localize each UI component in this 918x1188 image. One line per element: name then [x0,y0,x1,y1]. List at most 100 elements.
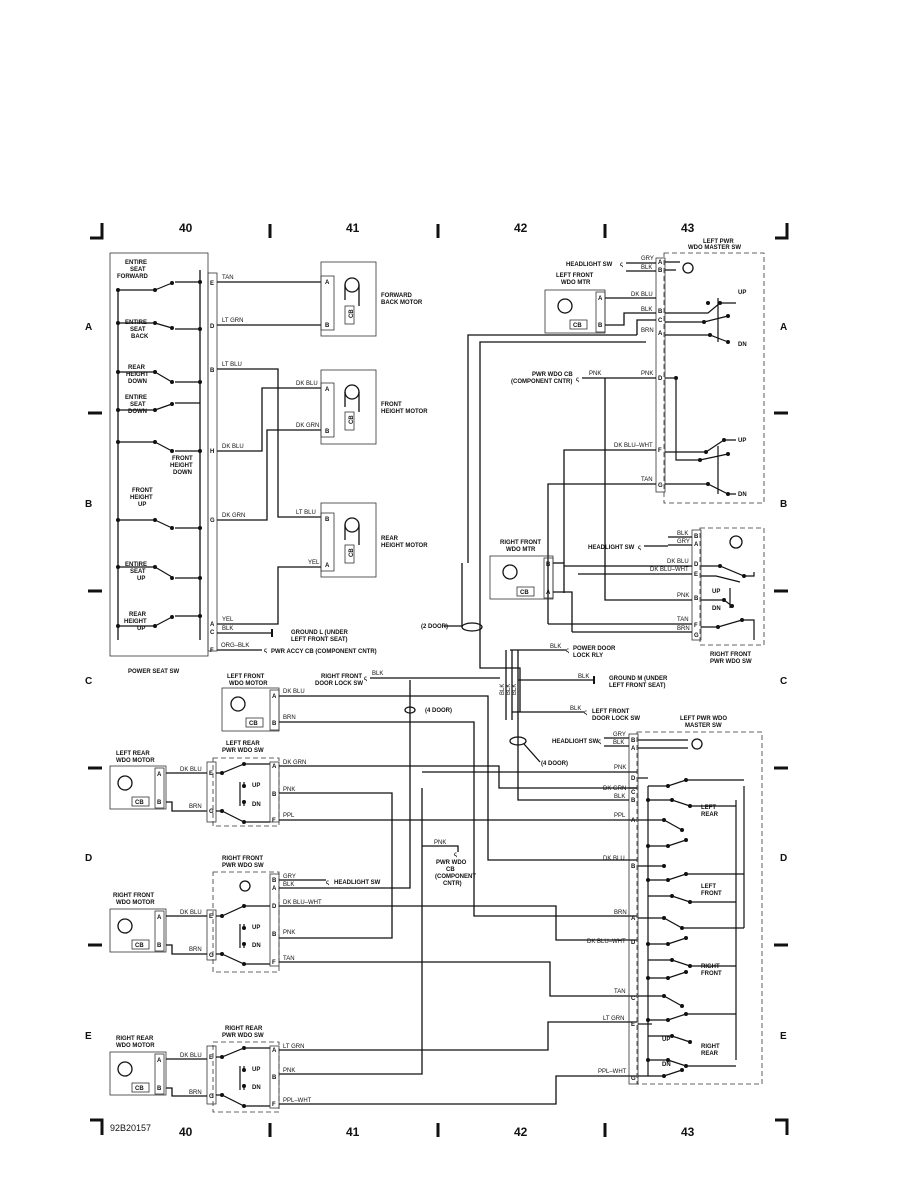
svg-text:C: C [658,318,663,324]
svg-text:BRN: BRN [614,910,627,916]
svg-text:GRY: GRY [641,256,654,262]
svg-text:B: B [658,309,663,315]
svg-text:DK BLU: DK BLU [603,856,625,862]
left-pwr-wdo-master-switch-top: LEFT PWR WDO MASTER SW A B B C A D F G [655,239,765,504]
pin-e: E [210,281,214,287]
svg-text:F: F [272,1102,276,1108]
svg-text:DK BLU–WHT: DK BLU–WHT [283,900,322,906]
svg-text:B: B [658,268,663,274]
svg-text:DK BLU: DK BLU [180,910,202,916]
pin-g: G [210,518,215,524]
svg-text:LEFT REAR PWR WDO SW: LEFT REAR PWR WDO SW [222,741,264,754]
svg-text:DK BLU: DK BLU [296,381,318,387]
label-front-height-down: FRONT HEIGHT DOWN [170,456,194,476]
left-pwr-wdo-master-sw-top-label: LEFT PWR WDO MASTER SW [688,239,741,251]
svg-text:BRN: BRN [641,328,654,334]
svg-text:DK BLU–WHT: DK BLU–WHT [614,443,653,449]
frame-corners [90,223,789,1135]
svg-text:TAN: TAN [677,617,689,623]
svg-text:B: B [631,798,636,804]
svg-text:LEFT REAR WDO MOTOR: LEFT REAR WDO MOTOR [116,751,155,764]
svg-text:TAN: TAN [641,477,653,483]
svg-text:PNK: PNK [589,371,601,377]
svg-text:G: G [658,483,663,489]
svg-text:LT GRN: LT GRN [603,1016,624,1022]
svg-text:DN: DN [712,606,721,612]
svg-text:B: B [272,932,277,938]
svg-text:BLK: BLK [570,706,581,712]
svg-text:BRN: BRN [677,626,690,632]
svg-text:CB: CB [135,800,144,806]
label-entire-seat-back: ENTIRE SEAT BACK [125,320,149,340]
left-rear-wdo-motor: LEFT REAR WDO MOTOR A B CB [109,751,167,810]
svg-text:BRN: BRN [189,947,202,953]
svg-text:DK BLU–WHT: DK BLU–WHT [587,939,626,945]
svg-text:DK BLU: DK BLU [667,559,689,565]
front-height-motor-label: FRONT HEIGHT MOTOR [381,402,428,415]
svg-text:D: D [694,562,699,568]
svg-text:D: D [272,904,277,910]
four-door-ref-1: (4 DOOR) [425,708,452,714]
svg-text:PPL–WHT: PPL–WHT [598,1069,627,1075]
label-front-height-up: FRONT HEIGHT UP [130,488,154,508]
svg-text:A: A [325,280,330,286]
svg-text:F: F [272,960,276,966]
svg-text:B: B [325,517,330,523]
svg-text:CB: CB [349,415,355,424]
svg-text:UP: UP [252,1067,260,1073]
svg-text:UP: UP [252,925,260,931]
svg-text:DN: DN [662,1062,671,1068]
svg-text:B: B [157,1086,162,1092]
grid-row-b-left: B [85,499,92,510]
svg-text:PNK: PNK [614,765,626,771]
svg-text:DK GRN: DK GRN [222,513,245,519]
svg-text:G: G [631,1076,636,1082]
svg-text:B: B [272,878,277,884]
left-front-wdo-motor: LEFT FRONT WDO MOTOR A B CB [221,674,280,732]
headlight-sw-ref-right: HEADLIGHT SW [588,545,635,551]
svg-text:B: B [546,562,551,568]
svg-text:LT BLU: LT BLU [296,510,316,516]
svg-text:ς: ς [584,710,587,716]
svg-text:A: A [598,296,603,302]
svg-text:B: B [325,429,330,435]
label-left-front: LEFT FRONT [701,884,722,897]
left-front-wdo-mtr-top: LEFT FRONT WDO MTR A B CB [544,273,606,334]
svg-text:BLK: BLK [641,307,652,313]
left-front-door-lock-sw-ref: LEFT FRONT DOOR LOCK SW [592,709,640,722]
svg-text:BLK: BLK [222,626,233,632]
svg-text:B: B [272,721,277,727]
svg-text:DK GRN: DK GRN [283,760,306,766]
svg-text:B: B [631,738,636,744]
label-rear-height-down: REAR HEIGHT DOWN [126,365,150,385]
pwr-accy-cb-ref: PWR ACCY CB (COMPONENT CNTR) [271,649,377,655]
svg-text:F: F [694,623,698,629]
svg-text:PNK: PNK [641,371,653,377]
svg-text:A: A [157,1058,162,1064]
svg-text:E: E [209,1055,213,1061]
grid-col-40-top: 40 [179,221,193,235]
rear-height-motor-label: REAR HEIGHT MOTOR [381,536,428,549]
svg-text:BLK: BLK [512,684,518,695]
svg-text:ς: ς [264,648,267,654]
label-rear-height-up: REAR HEIGHT UP [124,612,148,632]
svg-text:RIGHT REAR WDO MOTOR: RIGHT REAR WDO MOTOR [116,1036,155,1049]
svg-text:DK BLU: DK BLU [180,767,202,773]
left-rear-pwr-wdo-switch: LEFT REAR PWR WDO SW E G A B F UP DN [206,741,280,827]
svg-text:BLK: BLK [506,684,512,695]
svg-text:BLK: BLK [550,644,561,650]
svg-text:A: A [272,886,277,892]
svg-text:DK GRN: DK GRN [603,786,626,792]
ground-l-ref: GROUND L (UNDER LEFT FRONT SEAT) [291,630,350,643]
svg-text:D: D [631,776,636,782]
svg-text:CB: CB [573,323,582,329]
svg-text:PPL: PPL [283,813,295,819]
grid-ticks [88,224,788,1137]
svg-text:UP: UP [662,1037,670,1043]
svg-text:A: A [694,542,699,548]
svg-text:A: A [272,694,277,700]
svg-text:B: B [272,792,277,798]
svg-text:DN: DN [738,492,747,498]
svg-text:PNK: PNK [434,840,446,846]
